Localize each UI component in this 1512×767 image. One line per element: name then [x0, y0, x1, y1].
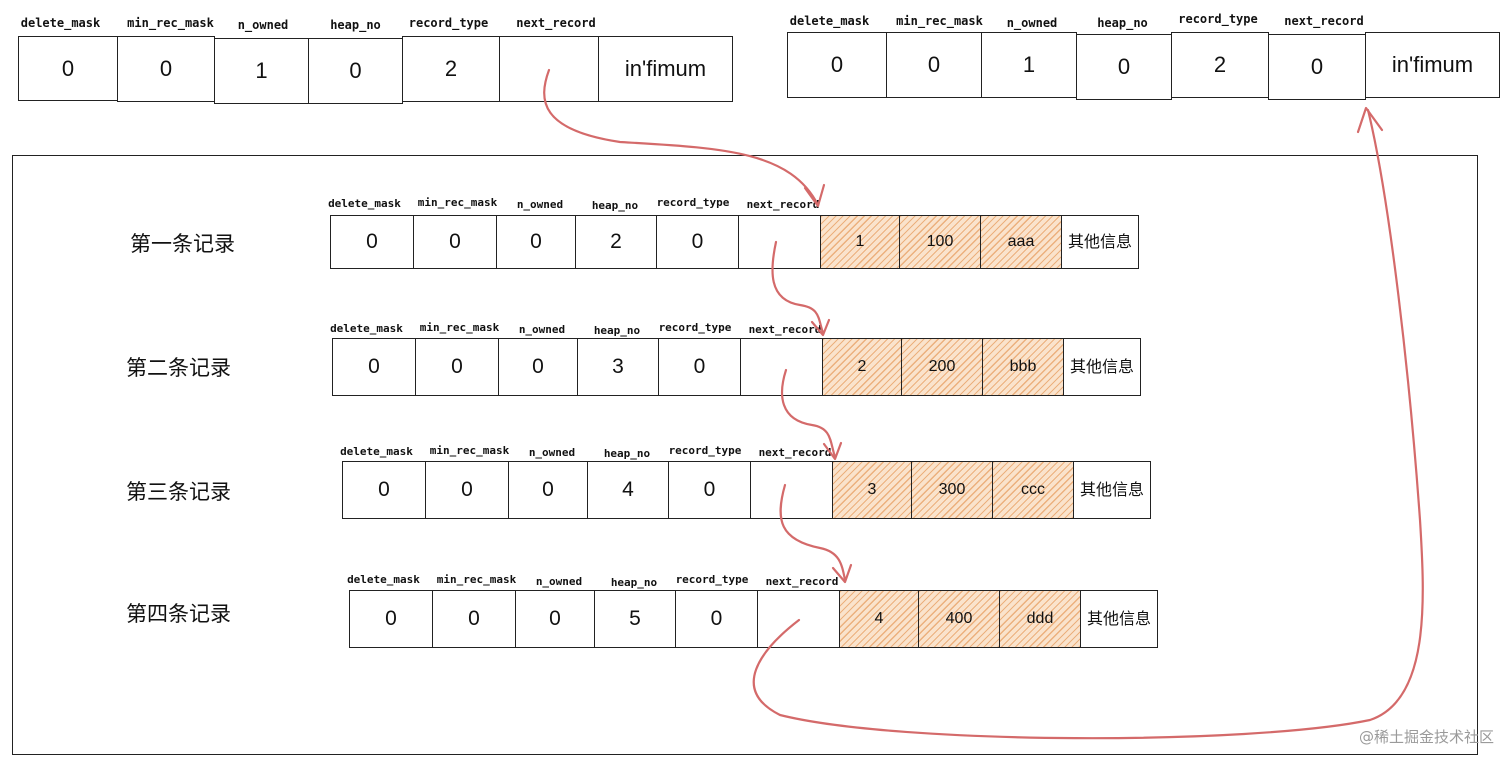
header-next-record: next_record: [746, 198, 820, 211]
header-heap-no: heap_no: [593, 324, 641, 337]
n-owned-cell: 0: [508, 461, 588, 519]
delete-mask-cell: 0: [330, 215, 414, 269]
record-4-label: 第四条记录: [126, 602, 231, 626]
other-info-cell: 其他信息: [1061, 215, 1139, 269]
heap-no-cell: 5: [594, 590, 676, 648]
header-heap-no: heap_no: [330, 18, 381, 32]
header-n-owned: n_owned: [237, 18, 289, 32]
delete-mask-cell: 0: [332, 338, 416, 396]
header-next-record: next_record: [516, 16, 596, 30]
header-record-type: record_type: [408, 16, 489, 30]
data-cell-id: 3: [832, 461, 912, 519]
min-rec-mask-cell: 0: [432, 590, 516, 648]
header-n-owned: n_owned: [516, 198, 564, 211]
header-heap-no: heap_no: [591, 199, 639, 212]
data-cell-text: aaa: [980, 215, 1062, 269]
header-delete-mask: delete_mask: [789, 14, 870, 28]
header-min-rec-mask: min_rec_mask: [417, 196, 498, 209]
record-type-cell: 2: [1171, 32, 1269, 98]
header-record-type: record_type: [1178, 12, 1258, 26]
next-record-cell: 0: [1268, 34, 1366, 100]
header-min-rec-mask: min_rec_mask: [429, 444, 510, 457]
delete-mask-cell: 0: [349, 590, 433, 648]
data-cell-id: 2: [822, 338, 902, 396]
header-n-owned: n_owned: [528, 446, 576, 459]
n-owned-cell: 0: [496, 215, 576, 269]
header-next-record: next_record: [765, 575, 839, 588]
next-record-cell: [757, 590, 840, 648]
next-record-cell: [738, 215, 821, 269]
header-next-record: next_record: [758, 446, 832, 459]
data-cell-id: 1: [820, 215, 900, 269]
infimum-name-cell: in'fimum: [598, 36, 733, 102]
header-record-type: record_type: [656, 196, 730, 209]
record-3-label: 第三条记录: [126, 480, 231, 504]
header-delete-mask: delete_mask: [330, 322, 403, 335]
supremum-name-cell: in'fimum: [1365, 32, 1500, 98]
other-info-cell: 其他信息: [1073, 461, 1151, 519]
n-owned-cell: 0: [515, 590, 595, 648]
header-record-type: record_type: [668, 444, 742, 457]
data-cell-value: 300: [911, 461, 993, 519]
header-n-owned: n_owned: [535, 575, 583, 588]
header-min-rec-mask: min_rec_mask: [127, 16, 214, 30]
data-cell-text: ddd: [999, 590, 1081, 648]
delete-mask-cell: 0: [342, 461, 426, 519]
data-cell-value: 200: [901, 338, 983, 396]
min-rec-mask-cell: 0: [425, 461, 509, 519]
header-record-type: record_type: [675, 573, 749, 586]
header-min-rec-mask: min_rec_mask: [419, 321, 500, 334]
heap-no-cell: 3: [577, 338, 659, 396]
header-next-record: next_record: [1284, 14, 1364, 28]
header-min-rec-mask: min_rec_mask: [896, 14, 983, 28]
record-type-cell: 0: [658, 338, 741, 396]
record-type-cell: 2: [402, 36, 500, 102]
record-type-cell: 0: [668, 461, 751, 519]
heap-no-cell: 0: [308, 38, 403, 104]
header-delete-mask: delete_mask: [20, 16, 101, 30]
data-cell-value: 400: [918, 590, 1000, 648]
delete-mask-cell: 0: [787, 32, 887, 98]
n-owned-cell: 1: [981, 32, 1077, 98]
header-next-record: next_record: [748, 323, 822, 336]
delete-mask-cell: 0: [18, 36, 118, 101]
next-record-cell: [740, 338, 823, 396]
record-2-label: 第二条记录: [126, 356, 231, 380]
data-cell-value: 100: [899, 215, 981, 269]
next-record-cell: [750, 461, 833, 519]
data-cell-text: bbb: [982, 338, 1064, 396]
header-delete-mask: delete_mask: [328, 197, 401, 210]
other-info-cell: 其他信息: [1080, 590, 1158, 648]
record-1-label: 第一条记录: [130, 232, 235, 256]
header-heap-no: heap_no: [610, 576, 658, 589]
header-record-type: record_type: [658, 321, 732, 334]
n-owned-cell: 1: [214, 38, 309, 104]
record-type-cell: 0: [675, 590, 758, 648]
header-n-owned: n_owned: [1006, 16, 1058, 30]
data-cell-text: ccc: [992, 461, 1074, 519]
record-type-cell: 0: [656, 215, 739, 269]
header-delete-mask: delete_mask: [340, 445, 413, 458]
other-info-cell: 其他信息: [1063, 338, 1141, 396]
header-heap-no: heap_no: [603, 447, 651, 460]
watermark: @稀土掘金技术社区: [1358, 728, 1494, 746]
arrowhead-5: [1356, 106, 1384, 134]
heap-no-cell: 0: [1076, 34, 1172, 100]
n-owned-cell: 0: [498, 338, 578, 396]
heap-no-cell: 4: [587, 461, 669, 519]
header-min-rec-mask: min_rec_mask: [436, 573, 517, 586]
header-delete-mask: delete_mask: [347, 573, 420, 586]
min-rec-mask-cell: 0: [886, 32, 982, 98]
heap-no-cell: 2: [575, 215, 657, 269]
header-n-owned: n_owned: [518, 323, 566, 336]
next-record-cell: [499, 36, 599, 102]
min-rec-mask-cell: 0: [415, 338, 499, 396]
min-rec-mask-cell: 0: [413, 215, 497, 269]
header-heap-no: heap_no: [1097, 16, 1148, 30]
data-cell-id: 4: [839, 590, 919, 648]
min-rec-mask-cell: 0: [117, 36, 215, 102]
